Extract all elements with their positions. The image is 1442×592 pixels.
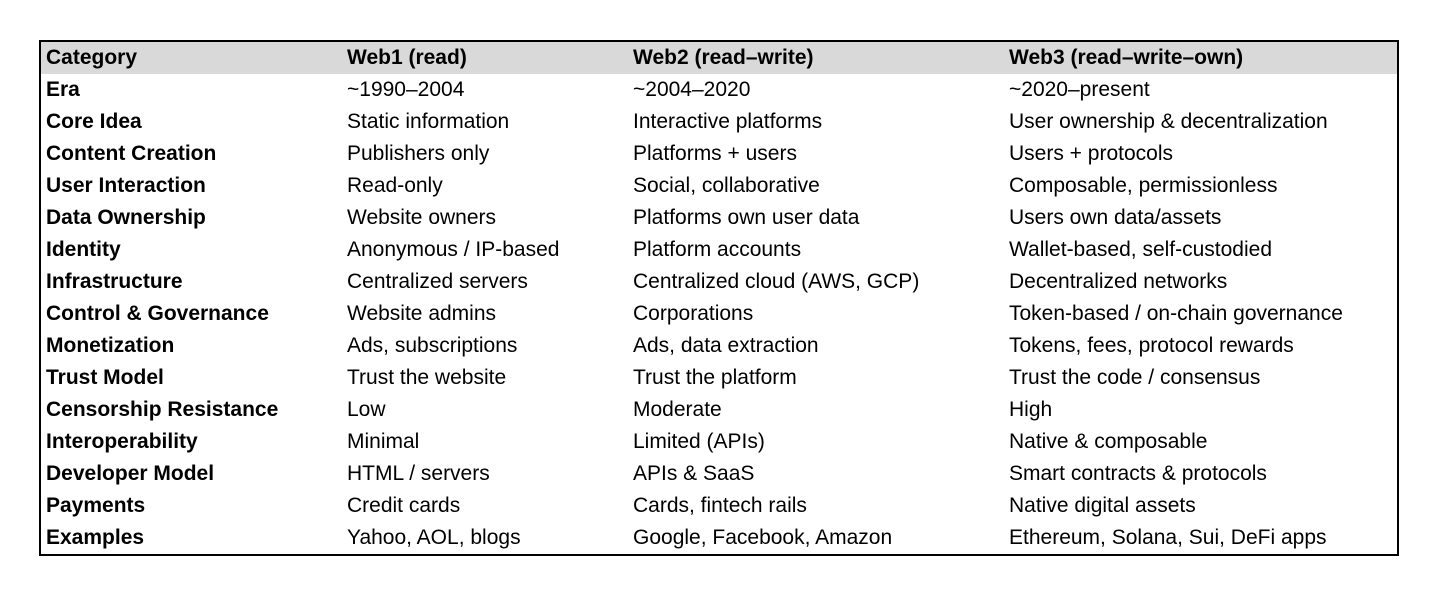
web3-cell: Ethereum, Solana, Sui, DeFi apps xyxy=(1009,526,1327,549)
web1-cell: Minimal xyxy=(347,430,420,453)
table-row: Examples Yahoo, AOL, blogs Google, Faceboo… xyxy=(41,522,1397,554)
table-row: Identity Anonymous / IP-based Platform acc… xyxy=(41,234,1397,266)
web2-cell: ~2004–2020 xyxy=(633,78,751,101)
web1-cell: Centralized servers xyxy=(347,270,528,293)
header-web1: Web1 (read) xyxy=(347,46,467,69)
web2-cell: Platform accounts xyxy=(633,238,802,261)
category-cell: Identity xyxy=(46,238,121,261)
web2-cell: APIs & SaaS xyxy=(633,462,755,485)
web1-cell: Trust the website xyxy=(347,366,507,389)
web2-cell: Limited (APIs) xyxy=(633,430,765,453)
table-row: User Interaction Read-only Social, collabo… xyxy=(41,170,1397,202)
header-category: Category xyxy=(46,46,138,69)
table-row: Data Ownership Website owners Platforms ow… xyxy=(41,202,1397,234)
table-header: Category Web1 (read) Web2 (read–write) W… xyxy=(41,42,1397,74)
header-row: Category Web1 (read) Web2 (read–write) W… xyxy=(41,42,1397,74)
web3-cell: Users own data/assets xyxy=(1009,206,1222,229)
web3-cell: Trust the code / consensus xyxy=(1009,366,1261,389)
table-row: Infrastructure Centralized servers Central… xyxy=(41,266,1397,298)
category-cell: Interoperability xyxy=(46,430,198,453)
web2-cell: Interactive platforms xyxy=(633,110,823,133)
web1-cell: Publishers only xyxy=(347,142,490,165)
header-web3: Web3 (read–write–own) xyxy=(1009,46,1244,69)
web1-cell: Anonymous / IP-based xyxy=(347,238,560,261)
web3-cell: Native digital assets xyxy=(1009,494,1196,517)
web1-cell: Yahoo, AOL, blogs xyxy=(347,526,521,549)
web1-cell: Website owners xyxy=(347,206,497,229)
web3-cell: Wallet-based, self-custodied xyxy=(1009,238,1273,261)
web1-cell: Low xyxy=(347,398,386,421)
table-row: Interoperability Minimal Limited (APIs) Nat… xyxy=(41,426,1397,458)
web2-cell: Trust the platform xyxy=(633,366,797,389)
table-row: Payments Credit cards Cards, fintech rails… xyxy=(41,490,1397,522)
web2-cell: Platforms + users xyxy=(633,142,797,165)
web1-cell: ~1990–2004 xyxy=(347,78,465,101)
category-cell: Trust Model xyxy=(46,366,164,389)
category-cell: Data Ownership xyxy=(46,206,206,229)
web3-cell: User ownership & decentralization xyxy=(1009,110,1328,133)
web1-cell: Website admins xyxy=(347,302,497,325)
web2-cell: Centralized cloud (AWS, GCP) xyxy=(633,270,920,293)
comparison-table-frame: Category Web1 (read) Web2 (read–write) W… xyxy=(39,40,1399,556)
web1-cell: HTML / servers xyxy=(347,462,490,485)
category-cell: Core Idea xyxy=(46,110,142,133)
web2-cell: Moderate xyxy=(633,398,722,421)
category-cell: Monetization xyxy=(46,334,175,357)
web3-cell: Composable, permissionless xyxy=(1009,174,1278,197)
category-cell: Developer Model xyxy=(46,462,215,485)
web2-cell: Platforms own user data xyxy=(633,206,860,229)
web3-cell: Tokens, fees, protocol rewards xyxy=(1009,334,1294,357)
web1-cell: Read-only xyxy=(347,174,443,197)
table-row: Trust Model Trust the website Trust the pl… xyxy=(41,362,1397,394)
category-cell: Payments xyxy=(46,494,146,517)
category-cell: Infrastructure xyxy=(46,270,183,293)
web3-cell: Native & composable xyxy=(1009,430,1208,453)
web3-cell: High xyxy=(1009,398,1053,421)
web2-cell: Google, Facebook, Amazon xyxy=(633,526,893,549)
web2-cell: Ads, data extraction xyxy=(633,334,819,357)
table-row: Core Idea Static information Interactive p… xyxy=(41,106,1397,138)
table-row: Control & Governance Website admins Corpor… xyxy=(41,298,1397,330)
web1-cell: Static information xyxy=(347,110,510,133)
web2-cell: Cards, fintech rails xyxy=(633,494,807,517)
header-web2: Web2 (read–write) xyxy=(633,46,814,69)
category-cell: User Interaction xyxy=(46,174,206,197)
web1-cell: Credit cards xyxy=(347,494,461,517)
category-cell: Era xyxy=(46,78,80,101)
table-row: Monetization Ads, subscriptions Ads, data … xyxy=(41,330,1397,362)
table-row: Era ~1990–2004 ~2004–2020 ~2020–present xyxy=(41,74,1397,106)
category-cell: Examples xyxy=(46,526,145,549)
web3-cell: ~2020–present xyxy=(1009,78,1150,101)
table-row: Content Creation Publishers only Platforms… xyxy=(41,138,1397,170)
web2-cell: Corporations xyxy=(633,302,754,325)
web1-cell: Ads, subscriptions xyxy=(347,334,518,357)
table-row: Censorship Resistance Low Moderate High xyxy=(41,394,1397,426)
web3-cell: Decentralized networks xyxy=(1009,270,1228,293)
web3-cell: Smart contracts & protocols xyxy=(1009,462,1267,485)
web2-cell: Social, collaborative xyxy=(633,174,820,197)
category-cell: Control & Governance xyxy=(46,302,269,325)
web3-cell: Users + protocols xyxy=(1009,142,1173,165)
category-cell: Censorship Resistance xyxy=(46,398,279,421)
category-cell: Content Creation xyxy=(46,142,217,165)
web3-cell: Token-based / on-chain governance xyxy=(1009,302,1343,325)
web-comparison-table: Category Web1 (read) Web2 (read–write) W… xyxy=(41,42,1397,554)
table-row: Developer Model HTML / servers APIs & SaaS… xyxy=(41,458,1397,490)
